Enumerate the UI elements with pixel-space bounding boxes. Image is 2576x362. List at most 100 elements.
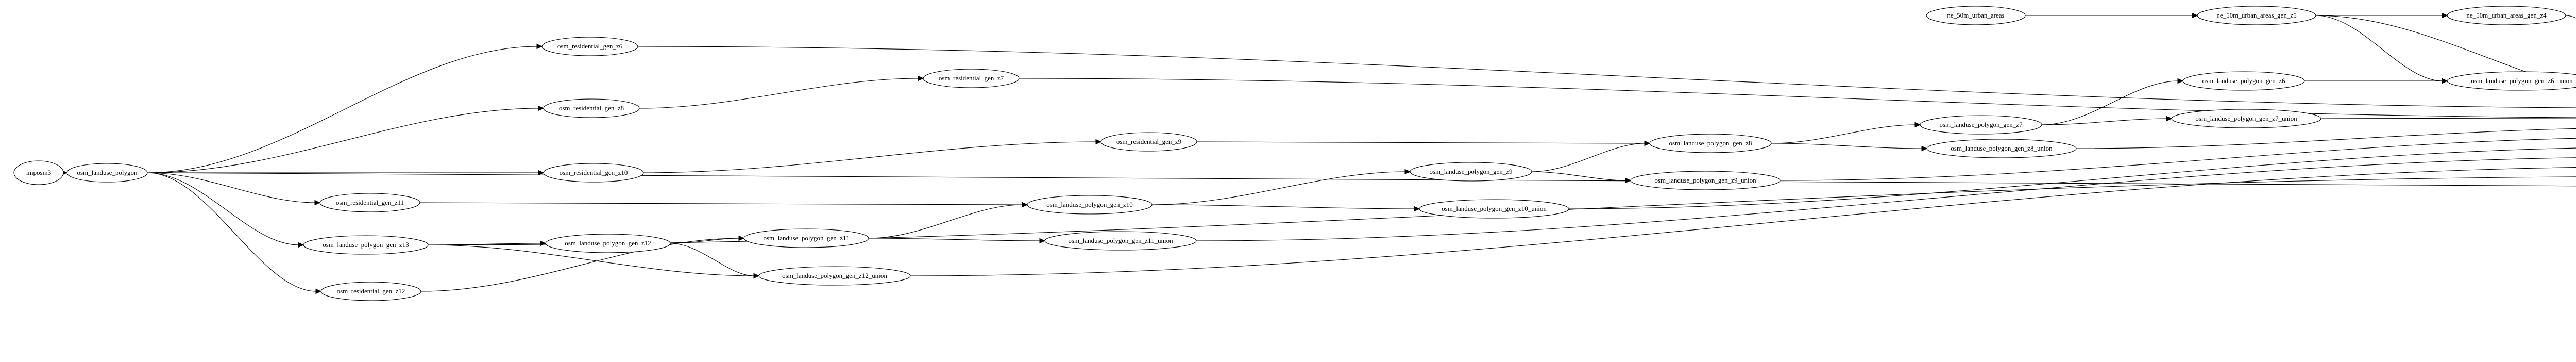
node-label: osm_landuse_polygon_gen_z11_union (1068, 237, 1173, 244)
edge-layer (59, 12, 2576, 294)
edge-osm_residential_gen_z9-to-osm_landuse_polygon_gen_z8 (1196, 141, 1646, 144)
node-label: osm_landuse_polygon_gen_z7 (1939, 121, 2023, 128)
arrowhead-icon (536, 43, 543, 50)
node-label: osm_landuse_polygon_gen_z11 (763, 234, 849, 242)
edge-osm_landuse_polygon_gen_z12_union-to-layer_landuse-z12 (910, 167, 2576, 276)
node-ellipse (758, 266, 911, 286)
node-osm_landuse_polygon_gen_z7[interactable]: osm_landuse_polygon_gen_z7 (1920, 115, 2042, 135)
arrowhead-icon (1022, 202, 1028, 208)
node-label: osm_landuse_polygon_gen_z10_union (1442, 205, 1547, 212)
node-ellipse (303, 235, 429, 255)
node-label: osm_landuse_polygon_gen_z6 (2202, 77, 2285, 85)
node-osm_landuse_polygon_gen_z7_union[interactable]: osm_landuse_polygon_gen_z7_union (2171, 109, 2321, 128)
node-osm_landuse_polygon[interactable]: osm_landuse_polygon (66, 163, 148, 183)
edge-osm_landuse_polygon_gen_z10-to-osm_landuse_polygon_gen_z9 (1151, 171, 1406, 205)
edge-osm_landuse_polygon_gen_z11_union-to-layer_landuse-z11 (1196, 157, 2576, 241)
arrowhead-icon (1914, 122, 1921, 128)
node-label: osm_landuse_polygon_gen_z12_union (782, 272, 887, 279)
node-osm_landuse_polygon_gen_z6_union[interactable]: osm_landuse_polygon_gen_z6_union (2447, 71, 2576, 91)
node-label: osm_residential_gen_z11 (336, 199, 404, 206)
node-osm_residential_gen_z7[interactable]: osm_residential_gen_z7 (923, 69, 1020, 88)
edge-osm_landuse_polygon_gen_z11-to-osm_landuse_polygon_gen_z11_union (868, 238, 1041, 241)
arrowhead-icon (1921, 145, 1928, 152)
arrowhead-icon (1644, 140, 1651, 146)
node-osm_residential_gen_z12[interactable]: osm_residential_gen_z12 (320, 282, 421, 301)
edge-osm_landuse_polygon_gen_z9-to-osm_landuse_polygon_gen_z8 (1531, 143, 1646, 172)
arrowhead-icon (2442, 12, 2448, 19)
arrowhead-icon (538, 105, 545, 111)
node-ne_50m_urban_areas[interactable]: ne_50m_urban_areas (1926, 6, 2026, 25)
edge-osm_landuse_polygon_gen_z8-to-osm_landuse_polygon_gen_z7 (1771, 124, 1916, 144)
edge-osm_residential_gen_z12-to-osm_landuse_polygon_gen_z11 (420, 238, 740, 292)
arrowhead-icon (2166, 116, 2173, 122)
node-osm_landuse_polygon_gen_z6[interactable]: osm_landuse_polygon_gen_z6 (2182, 71, 2305, 91)
node-ellipse (923, 69, 1020, 88)
node-ellipse (1920, 115, 2042, 135)
node-ellipse (2182, 71, 2305, 91)
node-ellipse (543, 98, 640, 118)
node-osm_landuse_polygon_gen_z10_union[interactable]: osm_landuse_polygon_gen_z10_union (1419, 199, 1569, 219)
node-label: imposm3 (26, 169, 51, 176)
node-label: osm_landuse_polygon_gen_z6_union (2471, 77, 2573, 85)
node-label: osm_residential_gen_z9 (1116, 138, 1181, 145)
node-ellipse (2447, 71, 2576, 91)
node-osm_residential_gen_z8[interactable]: osm_residential_gen_z8 (543, 98, 640, 118)
node-ellipse (1044, 231, 1197, 251)
arrowhead-icon (2177, 78, 2184, 84)
arrowhead-icon (1039, 238, 1046, 244)
edge-osm_landuse_polygon_gen_z9-to-osm_landuse_polygon_gen_z9_union (1531, 171, 1626, 181)
arrowhead-icon (2442, 78, 2448, 84)
arrowhead-icon (315, 288, 322, 294)
node-osm_landuse_polygon_gen_z10[interactable]: osm_landuse_polygon_gen_z10 (1027, 195, 1153, 215)
edge-osm_landuse_polygon-to-osm_residential_gen_z11 (147, 172, 316, 203)
node-osm_landuse_polygon_gen_z11_union[interactable]: osm_landuse_polygon_gen_z11_union (1044, 231, 1197, 251)
node-ellipse (2447, 6, 2566, 25)
node-label: osm_landuse_polygon_gen_z12 (565, 239, 651, 247)
node-osm_landuse_polygon_gen_z12[interactable]: osm_landuse_polygon_gen_z12 (545, 234, 671, 253)
edge-osm_landuse_polygon-to-osm_residential_gen_z6 (147, 46, 538, 173)
edge-osm_landuse_polygon_gen_z7_union-to-layer_landuse-z7 (2320, 118, 2576, 119)
arrowhead-icon (1095, 139, 1102, 145)
node-label: osm_landuse_polygon_gen_z9 (1429, 168, 1512, 175)
node-osm_residential_gen_z6[interactable]: osm_residential_gen_z6 (541, 37, 638, 56)
node-osm_residential_gen_z9[interactable]: osm_residential_gen_z9 (1100, 132, 1197, 152)
arrowhead-icon (1404, 169, 1411, 175)
node-ellipse (1926, 6, 2026, 25)
node-osm_landuse_polygon_gen_z9_union[interactable]: osm_landuse_polygon_gen_z9_union (1630, 171, 1781, 190)
node-osm_landuse_polygon_gen_z12_union[interactable]: osm_landuse_polygon_gen_z12_union (758, 266, 911, 286)
node-ellipse (1027, 195, 1153, 215)
node-ellipse (1100, 132, 1197, 152)
edge-osm_residential_gen_z7-to-layer_landuse-z7 (1019, 78, 2576, 118)
node-label: osm_landuse_polygon_gen_z8_union (1951, 144, 2053, 152)
node-osm_residential_gen_z11[interactable]: osm_residential_gen_z11 (319, 193, 420, 212)
node-osm_landuse_polygon_gen_z8[interactable]: osm_landuse_polygon_gen_z8 (1649, 134, 1772, 153)
node-ellipse (2197, 6, 2316, 25)
node-label: osm_landuse_polygon (77, 169, 138, 176)
node-ne_50m_urban_areas_gen_z4[interactable]: ne_50m_urban_areas_gen_z4 (2447, 6, 2566, 25)
node-label: osm_landuse_polygon_gen_z13 (323, 241, 409, 249)
edge-osm_landuse_polygon-to-osm_residential_gen_z12 (147, 172, 317, 292)
node-label: ne_50m_urban_areas (1947, 11, 2004, 19)
edge-osm_landuse_polygon_gen_z7-to-osm_landuse_polygon_gen_z7_union (2041, 118, 2167, 125)
arrowhead-icon (1414, 206, 1420, 212)
edge-ne_50m_urban_areas_gen_z5-to-layer_landuse-z5 (2315, 15, 2576, 88)
edge-osm_landuse_polygon_gen_z9_union-to-layer_landuse-z9 (1780, 138, 2576, 181)
arrowhead-icon (738, 235, 745, 241)
node-osm_landuse_polygon_gen_z11[interactable]: osm_landuse_polygon_gen_z11 (743, 228, 869, 248)
node-ellipse (543, 163, 644, 183)
node-ne_50m_urban_areas_gen_z5[interactable]: ne_50m_urban_areas_gen_z5 (2197, 6, 2316, 25)
arrowhead-icon (314, 200, 321, 206)
node-osm_landuse_polygon_gen_z8_union[interactable]: osm_landuse_polygon_gen_z8_union (1926, 139, 2077, 158)
node-ellipse (1649, 134, 1772, 153)
edge-osm_landuse_polygon_gen_z10_union-to-layer_landuse-z10 (1568, 147, 2576, 209)
node-imposm3[interactable]: imposm3 (13, 160, 64, 185)
node-ellipse (541, 37, 638, 56)
node-label: osm_residential_gen_z6 (557, 42, 623, 50)
node-osm_landuse_polygon_gen_z13[interactable]: osm_landuse_polygon_gen_z13 (303, 235, 429, 255)
node-osm_residential_gen_z10[interactable]: osm_residential_gen_z10 (543, 163, 644, 183)
arrowhead-icon (2192, 12, 2198, 19)
node-osm_landuse_polygon_gen_z9[interactable]: osm_landuse_polygon_gen_z9 (1410, 162, 1532, 182)
node-ellipse (13, 160, 64, 185)
node-ellipse (743, 228, 869, 248)
